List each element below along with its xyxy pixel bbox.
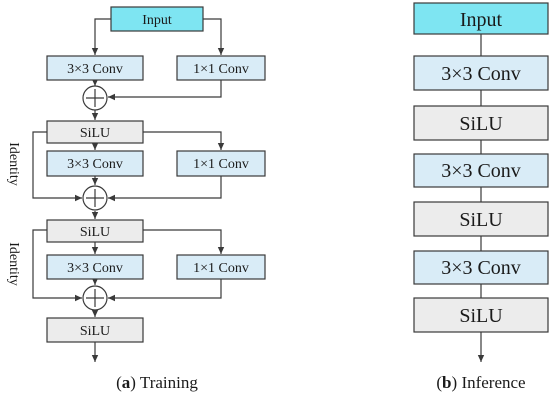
training-silu-3-label: SiLU <box>80 324 110 339</box>
edge-1x1-conv-2-to-add-2 <box>108 176 222 202</box>
training-3x3-conv-3-box <box>46 254 144 280</box>
training-caption-text: Training <box>140 373 198 392</box>
edge-input-to-1x1-conv-1 <box>203 18 225 55</box>
inference-input-box <box>413 2 549 35</box>
training-silu-2-box <box>46 219 144 243</box>
inference-conv-3-box <box>413 250 549 285</box>
edge-1x1-conv-3-to-add-3 <box>108 279 222 302</box>
training-diagram <box>32 18 225 362</box>
add-node-1 <box>82 85 108 111</box>
inference-silu-1-label: SiLU <box>459 113 503 135</box>
inference-caption-text: Inference <box>461 373 525 392</box>
training-3x3-conv-1-label: 3×3 Conv <box>67 62 123 77</box>
add-node-2 <box>82 185 108 211</box>
edge-silu-1-to-1x1-conv-2 <box>143 131 225 150</box>
training-1x1-conv-1-label: 1×1 Conv <box>193 62 249 77</box>
edge-identity-1 <box>32 131 82 202</box>
inference-caption-letter: b <box>442 373 451 392</box>
inference-conv-1-label: 3×3 Conv <box>441 63 521 85</box>
training-1x1-conv-3-box <box>176 254 266 280</box>
identity-label-2: Identity <box>6 242 21 286</box>
edge-silu-2-to-1x1-conv-3 <box>143 229 225 254</box>
training-3x3-conv-3-label: 3×3 Conv <box>67 261 123 276</box>
training-1x1-conv-3-label: 1×1 Conv <box>193 261 249 276</box>
edge-identity-2 <box>32 229 82 302</box>
training-3x3-conv-1-box <box>46 55 144 81</box>
training-silu-2-label: SiLU <box>80 225 110 240</box>
inference-silu-2-box <box>413 201 549 237</box>
inference-conv-1-box <box>413 55 549 91</box>
inference-conv-2-label: 3×3 Conv <box>441 160 521 182</box>
inference-conv-2-box <box>413 153 549 188</box>
training-input-label: Input <box>142 13 172 28</box>
inference-silu-3-box <box>413 297 549 333</box>
inference-nodes: Input 3×3 Conv SiLU 3×3 Conv SiLU 3×3 Co… <box>413 2 549 333</box>
training-nodes: Input 3×3 Conv 1×1 Conv SiLU 3×3 Conv 1×… <box>6 6 266 343</box>
identity-label-1: Identity <box>6 142 21 186</box>
inference-silu-3-label: SiLU <box>459 305 503 327</box>
training-silu-1-box <box>46 120 144 144</box>
inference-caption: (b) Inference <box>436 373 525 392</box>
training-silu-1-label: SiLU <box>80 126 110 141</box>
training-silu-3-box <box>46 317 144 343</box>
training-1x1-conv-1-box <box>176 55 266 81</box>
training-3x3-conv-2-label: 3×3 Conv <box>67 157 123 172</box>
edge-input-to-3x3-conv-1 <box>91 18 111 55</box>
training-caption-letter: a <box>122 373 131 392</box>
inference-silu-1-box <box>413 105 549 141</box>
edge-1x1-conv-1-to-add-1 <box>108 80 222 101</box>
inference-silu-2-label: SiLU <box>459 209 503 231</box>
training-1x1-conv-2-label: 1×1 Conv <box>193 157 249 172</box>
inference-input-label: Input <box>460 9 503 31</box>
add-node-3 <box>82 285 108 311</box>
training-1x1-conv-2-box <box>176 150 266 177</box>
training-caption: (a) Training <box>116 373 198 392</box>
training-input-box <box>110 6 204 32</box>
training-3x3-conv-2-box <box>46 150 144 177</box>
inference-conv-3-label: 3×3 Conv <box>441 257 521 279</box>
